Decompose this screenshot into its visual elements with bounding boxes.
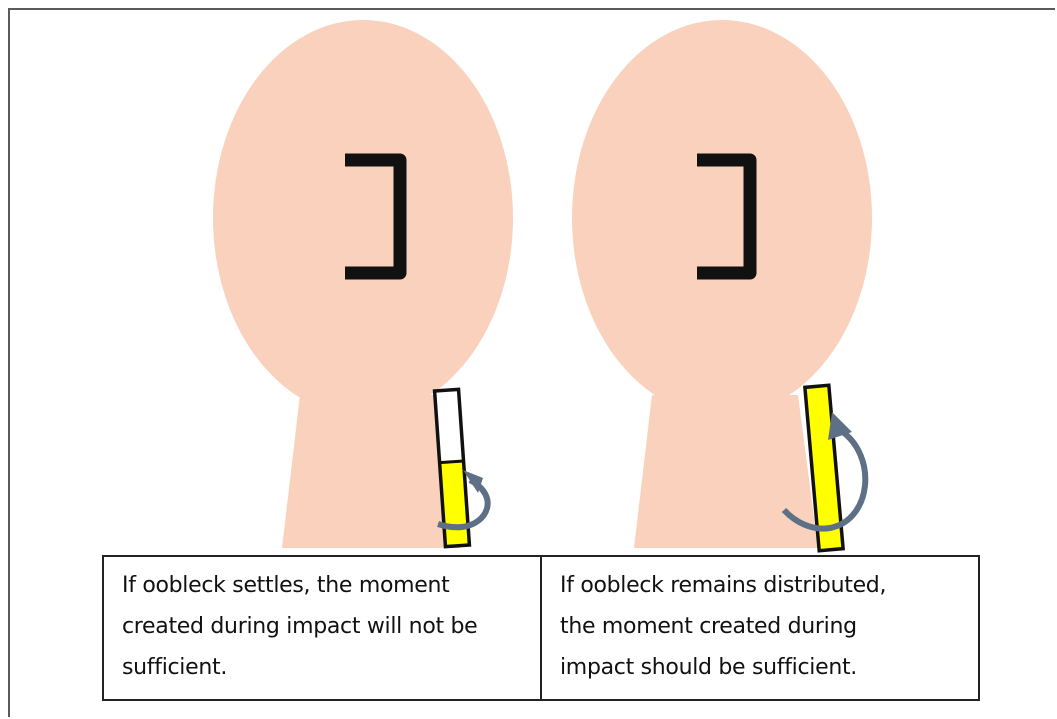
figure-settled [213,20,513,548]
caption-line: sufficient. [122,647,540,688]
figure-distributed [572,20,872,551]
caption-line: If oobleck remains distributed, [560,565,978,606]
neck-left [282,395,460,548]
caption-line: If oobleck settles, the moment [122,565,540,606]
caption-table: If oobleck settles, the moment created d… [102,555,980,701]
head-left [213,20,513,416]
neck-right [634,395,818,548]
caption-line: created during impact will not be [122,606,540,647]
caption-cell-distributed: If oobleck remains distributed, the mome… [542,557,978,699]
head-right [572,20,872,416]
caption-line: impact should be sufficient. [560,647,978,688]
caption-line: the moment created during [560,606,978,647]
caption-cell-settled: If oobleck settles, the moment created d… [104,557,542,699]
tube-level-line-left [440,461,464,463]
